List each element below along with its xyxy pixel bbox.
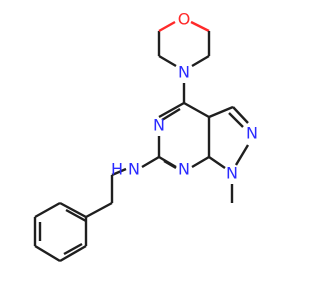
pyrazole-ring <box>208 105 250 203</box>
bond-n1-c7a <box>208 156 226 169</box>
amine-hydrogen-label: H <box>111 160 123 179</box>
pyrimidine-ring <box>157 101 211 170</box>
benzylamine-linker <box>110 155 160 203</box>
bond-c2-n1-double <box>163 159 177 170</box>
amine-nitrogen-label: N <box>128 160 140 179</box>
bond-morph-o-left <box>158 20 176 33</box>
bond-c3-n2 <box>232 106 249 124</box>
bond-c3a-c4 <box>183 101 210 119</box>
bond-c3-n2-double <box>228 112 244 128</box>
bond-c4-n3-double <box>161 107 181 122</box>
bond-c3a-c3 <box>208 105 234 119</box>
bond-c4-n3 <box>158 101 185 119</box>
bond-morph-o-right <box>190 20 210 33</box>
bond-n2-n1 <box>234 144 250 166</box>
bond-nh-ch2 <box>111 167 127 177</box>
bond-ph-3 <box>34 201 61 219</box>
bond-n1-c7a <box>191 155 210 169</box>
bond-ph-5 <box>34 244 61 263</box>
morpholine-nitrogen-label: N <box>178 63 190 82</box>
bond-c2-nh <box>141 155 160 169</box>
bond-morph-n-right <box>191 54 210 68</box>
bond-ph-6 <box>59 244 87 263</box>
bond-ph-double-3 <box>63 242 83 256</box>
morpholine-ring <box>157 20 211 68</box>
pyrimidine-top-nitrogen-label: N <box>153 116 165 135</box>
bond-morph-n-left <box>158 54 177 68</box>
bond-ph-1 <box>85 201 113 219</box>
bond-ph-double-1 <box>65 208 87 223</box>
bond-ph-2 <box>59 201 87 219</box>
pyrazole-right-nitrogen-label: N <box>246 124 258 143</box>
pyrazole-methyl-nitrogen-label: N <box>226 164 238 183</box>
pyrimidine-bottom-nitrogen-label: N <box>178 160 190 179</box>
molecule-diagram: O N N N N N N H <box>33 10 258 263</box>
structure-svg: O N N N N N N H <box>33 10 258 263</box>
oxygen-label: O <box>178 10 191 29</box>
benzene-ring <box>33 201 113 263</box>
